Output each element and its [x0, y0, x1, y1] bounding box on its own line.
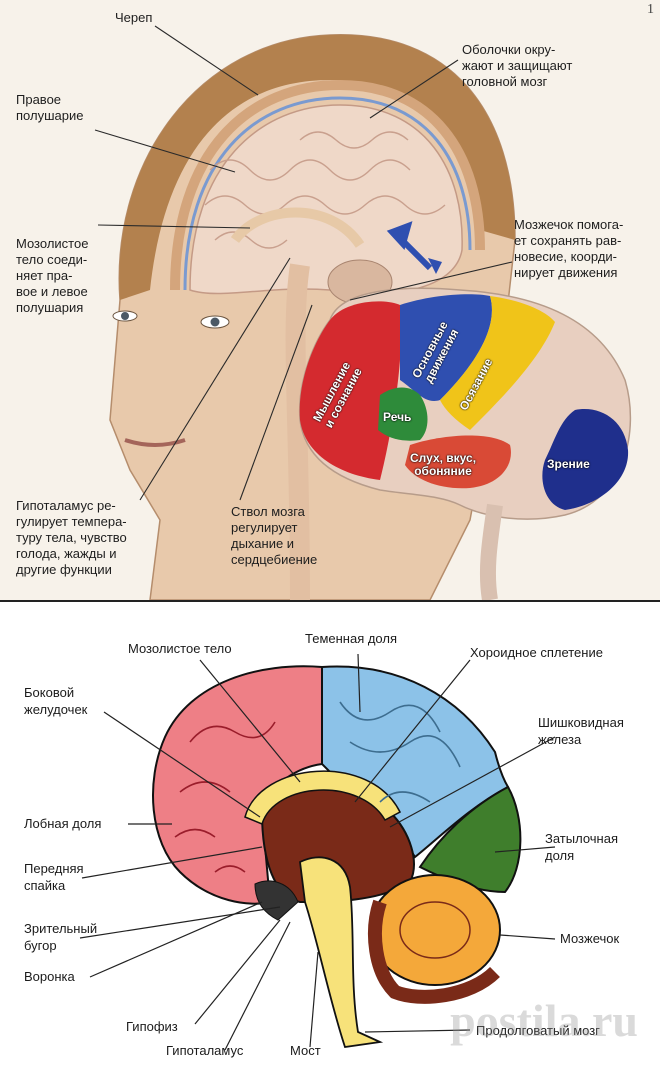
top-leader-lines [94, 25, 513, 501]
region-touch [440, 296, 555, 430]
label-choroid: Хороидное сплетение [470, 645, 603, 660]
region-cerebellum [369, 874, 501, 986]
region-speech [378, 387, 428, 441]
label-cerebellum-top: Мозжечок помога- ет сохранять рав- новес… [514, 217, 624, 280]
label-medulla: Продолговатый мозг [476, 1023, 600, 1038]
label-pons: Мост [290, 1043, 321, 1058]
label-anterior-commissure: Передняя спайка [24, 861, 84, 893]
label-cerebellum: Мозжечок [560, 931, 620, 946]
watermark: postila.ru [450, 995, 638, 1046]
label-corpus-callosum: Мозолистое тело [128, 641, 232, 656]
region-brainstem [299, 856, 384, 1048]
lateral-brain [298, 287, 632, 600]
region-label-speech: Речь [383, 410, 412, 424]
region-thinking [299, 301, 402, 480]
region-label-vision: Зрение [547, 457, 590, 471]
label-lateral-ventricle: Боковой желудочек [24, 685, 88, 717]
label-right-hemisphere: Правое полушарие [16, 92, 84, 123]
label-pineal: Шишковидная железа [538, 715, 624, 747]
region-label-senses: Слух, вкус, обоняние [410, 451, 477, 478]
label-occipital: Затылочная доля [545, 831, 618, 863]
region-senses [405, 435, 511, 489]
label-corpus-callosum-top: Мозолистое тело соеди- няет пра- вое и л… [16, 236, 89, 315]
label-pituitary: Гипофиз [126, 1019, 178, 1034]
label-brainstem-top: Ствол мозга регулирует дыхание и сердцеб… [231, 504, 318, 567]
label-hypothalamus-top: Гипоталамус ре- гулирует темпера- туру т… [16, 498, 127, 577]
bottom-diagram-panel: Мозолистое тело Теменная доля Хороидное … [0, 600, 660, 1075]
label-hypothalamus: Гипоталамус [166, 1043, 244, 1058]
label-frontal: Лобная доля [24, 816, 102, 831]
bottom-leader-lines [79, 653, 556, 1051]
region-vision [542, 409, 629, 510]
region-motor [400, 294, 492, 401]
label-infundibulum: Воронка [24, 969, 75, 984]
label-thalamus: Зрительный бугор [24, 921, 98, 953]
top-illustration-panel: 1 Череп Оболочки окру- жают и защищают г… [0, 0, 660, 600]
head-and-brain-illustration [94, 25, 632, 600]
sagittal-brain-diagram [79, 653, 556, 1051]
label-parietal: Теменная доля [305, 631, 398, 646]
label-skull: Череп [115, 10, 153, 25]
page-number: 1 [647, 2, 654, 17]
label-meninges: Оболочки окру- жают и защищают головной … [462, 42, 573, 89]
